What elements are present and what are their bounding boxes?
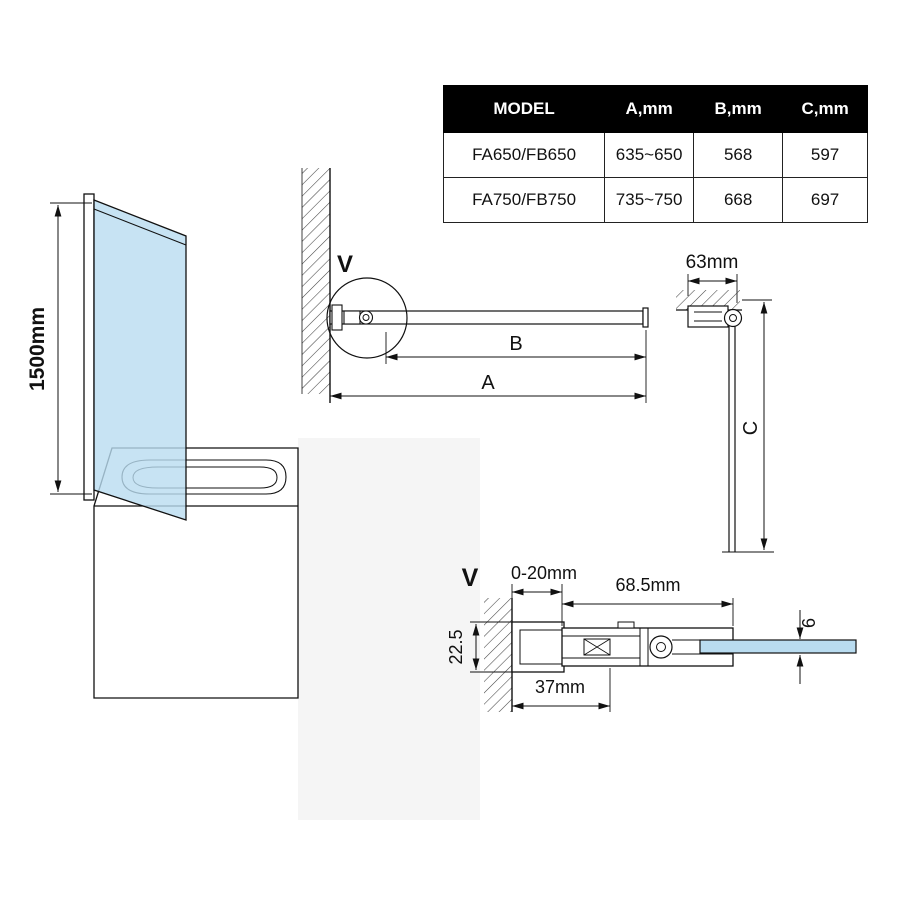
glass-panel <box>93 199 187 521</box>
detail-marker-bottom: V <box>462 564 479 592</box>
bathtub-body <box>93 447 299 699</box>
profile-length-label: 68.5mm <box>615 575 680 595</box>
wall-profile-iso <box>83 193 95 501</box>
a-value-cell: 735~750 <box>604 177 695 223</box>
b-value-cell: 668 <box>693 177 784 223</box>
isometric-view <box>83 193 299 699</box>
pivot-hinge <box>723 308 743 328</box>
wall-hatch-detail <box>484 598 512 712</box>
screen-end-cap <box>642 307 649 328</box>
top-profile-width-label: 63mm <box>686 252 739 273</box>
dim-b-label: B <box>509 333 522 355</box>
pivot-detail <box>649 635 673 659</box>
wall-profile-width-label: 37mm <box>535 677 585 697</box>
b-value-cell: 568 <box>693 132 784 178</box>
height-label: 1500mm <box>26 307 49 391</box>
col-header-b: B,mm <box>693 85 784 133</box>
profile-height-label: 22.5 <box>446 629 466 664</box>
glass-cross-section <box>699 639 857 654</box>
col-header-a: A,mm <box>604 85 695 133</box>
c-value-cell: 697 <box>782 177 868 223</box>
dim-a-label: A <box>481 372 495 394</box>
detail-marker-top: V <box>337 251 353 278</box>
col-header-model: MODEL <box>442 85 606 133</box>
table-row: FA750/FB750 735~750 668 697 <box>442 177 868 223</box>
table-row: FA650/FB650 635~650 568 597 <box>442 132 868 178</box>
wall-hatch-side <box>676 290 740 310</box>
top-view <box>301 168 649 403</box>
height-dimension <box>50 202 92 495</box>
dim-c-label: C <box>740 421 762 435</box>
glass-thickness-label: 6 <box>799 618 819 628</box>
adjustment-range-label: 0-20mm <box>511 563 577 583</box>
model-cell: FA650/FB650 <box>442 132 606 178</box>
spec-table: MODEL A,mm B,mm C,mm FA650/FB650 635~650… <box>442 85 868 223</box>
detail-circle <box>326 277 408 359</box>
glass-top-frame <box>93 208 187 246</box>
detail-view <box>470 584 857 712</box>
watermark-block <box>298 438 480 820</box>
col-header-c: C,mm <box>782 85 868 133</box>
model-cell: FA750/FB750 <box>442 177 606 223</box>
wall-hatch-plan <box>302 168 330 394</box>
a-value-cell: 635~650 <box>604 132 695 178</box>
side-view <box>676 274 774 553</box>
table-header-row: MODEL A,mm B,mm C,mm <box>442 85 868 133</box>
screen-plan-bar <box>329 310 644 325</box>
c-value-cell: 597 <box>782 132 868 178</box>
